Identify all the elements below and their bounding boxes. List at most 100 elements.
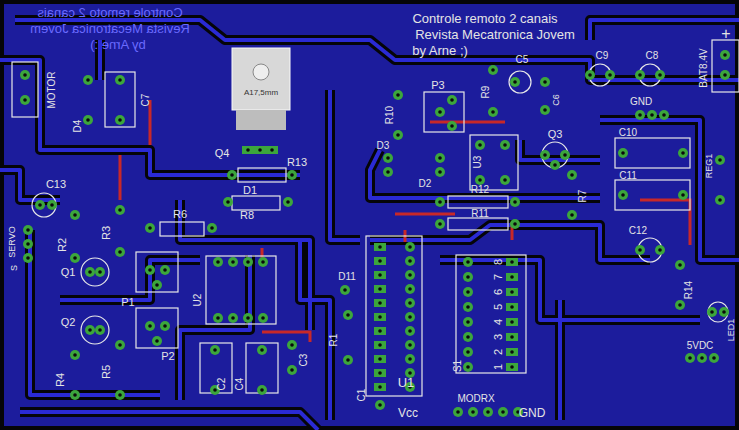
solder-pad: [343, 310, 353, 320]
silkscreen-label: R5: [101, 365, 112, 379]
solder-pad: [23, 253, 33, 263]
solder-pad: [70, 350, 80, 360]
trace-gap: [15, 20, 739, 80]
drill-hole: [230, 173, 234, 177]
drill-hole: [466, 290, 470, 294]
drill-hole: [378, 329, 382, 333]
silkscreen-label: R10: [385, 106, 395, 124]
solder-pad: [510, 197, 520, 207]
drill-hole: [466, 275, 470, 279]
silkscreen-label: R7: [578, 190, 588, 203]
drill-hole: [73, 353, 77, 357]
solder-pad: [720, 50, 730, 60]
silkscreen-label: C2: [217, 378, 227, 391]
solder-pad: [468, 407, 478, 417]
solder-pad: [287, 170, 297, 180]
drill-hole: [718, 198, 722, 202]
solder-pad: [463, 332, 473, 342]
solder-pad: [488, 107, 498, 117]
drill-hole: [722, 310, 726, 314]
silkscreen-label: C13: [46, 179, 66, 190]
solder-pad: [463, 257, 473, 267]
drill-hole: [638, 248, 642, 252]
solder-pad: [283, 197, 293, 207]
solder-pad: [115, 390, 125, 400]
solder-pad: [405, 354, 415, 364]
drill-hole: [723, 53, 727, 57]
solder-pad: [567, 170, 577, 180]
drill-hole: [608, 73, 612, 77]
solder-pad: [659, 110, 669, 120]
drill-hole: [408, 259, 412, 263]
silkscreen-label: REG1: [705, 154, 714, 179]
silkscreen-label: SERVO: [8, 226, 17, 257]
drill-hole: [408, 287, 412, 291]
solder-pad: [605, 70, 615, 80]
drill-hole: [216, 316, 220, 320]
drill-hole: [678, 263, 682, 267]
drill-hole: [510, 290, 514, 294]
solder-pad: [540, 77, 550, 87]
copper-trace: [20, 412, 318, 430]
silkscreen-label: 5: [493, 304, 504, 310]
drill-hole: [26, 228, 30, 232]
drill-hole: [290, 368, 294, 372]
solder-pad: [498, 407, 508, 417]
drill-hole: [155, 339, 159, 343]
drill-hole: [216, 260, 220, 264]
solder-pad: [675, 300, 685, 310]
solder-pad: [560, 150, 570, 160]
drill-hole: [148, 324, 152, 328]
silkscreen-label: 8: [493, 259, 504, 265]
drill-hole: [408, 371, 412, 375]
solder-pad: [475, 175, 485, 185]
drill-hole: [688, 356, 692, 360]
drill-hole: [231, 260, 235, 264]
solder-pad: [510, 219, 520, 229]
drill-hole: [650, 113, 654, 117]
silkscreen-label: MOTOR: [47, 71, 57, 108]
drill-hole: [378, 315, 382, 319]
solder-pad: [227, 170, 237, 180]
solder-pad: [550, 160, 560, 170]
solder-pad: [115, 205, 125, 215]
drill-hole: [466, 320, 470, 324]
drill-hole: [510, 305, 514, 309]
solder-pad: [585, 70, 595, 80]
silkscreen-label: by Arne ;): [412, 44, 468, 57]
solder-pad: [340, 285, 350, 295]
drill-hole: [553, 163, 557, 167]
drill-hole: [478, 178, 482, 182]
solder-pad: [145, 265, 155, 275]
silkscreen-label: R4: [55, 373, 66, 387]
drill-hole: [638, 113, 642, 117]
solder-pad: [95, 325, 105, 335]
solder-pad: [374, 341, 386, 349]
drill-hole: [378, 357, 382, 361]
solder-pad: [115, 75, 125, 85]
solder-pad: [675, 260, 685, 270]
drill-hole: [408, 357, 412, 361]
copper-trace: [590, 20, 739, 40]
drill-hole: [456, 410, 460, 414]
drill-hole: [148, 226, 152, 230]
silkscreen-label: Revista Mecatronica Jovem: [30, 22, 190, 35]
drill-hole: [396, 133, 400, 137]
silkscreen-label: A17,5mm: [244, 89, 278, 97]
drill-hole: [378, 259, 382, 263]
drill-hole: [510, 335, 514, 339]
solder-pad: [243, 257, 253, 267]
drill-hole: [213, 348, 217, 352]
drill-hole: [290, 173, 294, 177]
drill-hole: [260, 348, 264, 352]
drill-hole: [23, 73, 27, 77]
drill-hole: [491, 110, 495, 114]
solder-pad: [488, 65, 498, 75]
drill-hole: [662, 113, 666, 117]
drill-hole: [246, 148, 250, 152]
silkscreen-label: D4: [73, 120, 83, 133]
silkscreen-label: R3: [101, 226, 112, 240]
silkscreen-label: Q1: [61, 267, 76, 278]
drill-hole: [118, 393, 122, 397]
drill-hole: [408, 273, 412, 277]
